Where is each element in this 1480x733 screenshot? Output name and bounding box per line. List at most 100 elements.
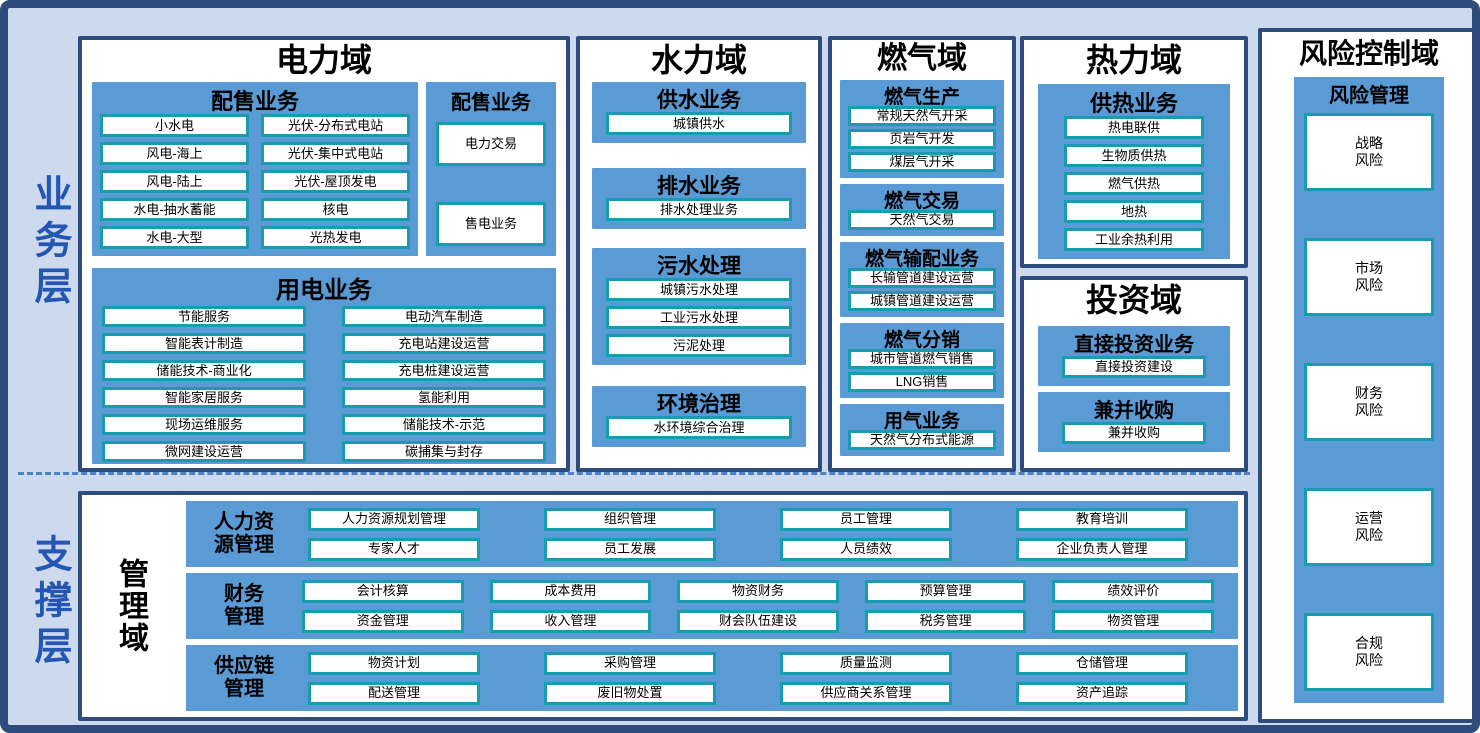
heat-supply-item: 工业余热利用 [1064,228,1204,251]
section-direct-investment: 直接投资业务 直接投资建设 [1038,326,1230,386]
power-consumption-item: 智能表计制造 [102,333,306,354]
power-consumption-item: 现场运维服务 [102,414,306,435]
section-power-consumption: 用电业务 节能服务电动汽车制造智能表计制造充电站建设运营储能技术-商业化充电桩建… [92,268,556,464]
power-trading-header: 配售业务 [451,92,531,114]
merger-acquisition-header: 兼并收购 [1094,400,1174,422]
risk-item: 财务 风险 [1304,363,1434,441]
supply-chain-item: 质量监测 [780,651,952,675]
management-rows: 人力资 源管理 人力资源规划管理专家人才组织管理员工发展员工管理人员绩效教育培训… [186,501,1238,711]
supply-chain-item: 仓储管理 [1016,651,1188,675]
gas-trading-header: 燃气交易 [883,190,960,212]
heat-supply-item: 热电联供 [1064,116,1204,139]
power-distribution-item: 风电-陆上 [100,170,249,193]
section-water-drainage: 排水业务 排水处理业务 [592,168,806,229]
domain-water-title: 水力域 [650,42,747,78]
supply-chain-item: 资产追踪 [1016,681,1188,705]
domain-gas-title: 燃气域 [877,42,967,75]
power-consumption-item: 电动汽车制造 [342,306,546,327]
water-sewage-item: 污泥处理 [606,334,792,357]
layer-divider-dashed-line [18,472,1250,475]
risk-item: 市场 风险 [1304,238,1434,316]
section-heat-supply: 供热业务 热电联供生物质供热燃气供热地热工业余热利用 [1038,84,1230,259]
section-gas-production: 燃气生产 常规天然气开采页岩气开发煤层气开采 [840,79,1004,178]
power-consumption-item: 充电站建设运营 [342,333,546,354]
power-distribution-item: 光伏-屋顶发电 [261,170,410,193]
finance-item: 收入管理 [489,609,652,633]
supply-chain-item: 物资计划 [308,651,480,675]
finance-item: 绩效评价 [1052,579,1214,603]
hr-item: 人力资源规划管理 [308,507,480,531]
finance-item: 物资财务 [677,579,839,603]
finance-item: 税务管理 [864,609,1027,633]
water-sewage-header: 污水处理 [657,255,741,278]
finance-item: 财会队伍建设 [677,609,839,633]
domain-heat: 热力域 供热业务 热电联供生物质供热燃气供热地热工业余热利用 [1020,36,1248,268]
heat-supply-item: 地热 [1064,200,1204,223]
power-distribution-item: 光热发电 [261,226,410,249]
gas-transmission-item: 城镇管道建设运营 [848,290,996,311]
power-consumption-item: 充电桩建设运营 [342,360,546,381]
water-supply-item: 城镇供水 [606,112,792,135]
domain-management: 管理域 人力资 源管理 人力资源规划管理专家人才组织管理员工发展员工管理人员绩效… [78,491,1248,721]
layer-label-support: 支撑层 [28,534,70,672]
section-merger-acquisition: 兼并收购 兼并收购 [1038,392,1230,452]
water-drainage-item: 排水处理业务 [606,198,792,221]
supply-chain-item: 供应商关系管理 [780,681,952,705]
power-distribution-header: 配售业务 [210,89,299,114]
gas-transmission-header: 燃气输配业务 [864,248,979,270]
power-consumption-item: 碳捕集与封存 [342,441,546,462]
supply-chain-row-items: 物资计划配送管理采购管理废旧物处置质量监测供应商关系管理仓储管理资产追踪 [292,651,1228,705]
power-consumption-item: 微网建设运营 [102,441,306,462]
power-distribution-item: 光伏-分布式电站 [261,114,410,137]
gas-usage-header: 用气业务 [883,410,960,432]
domain-investment: 投资域 直接投资业务 直接投资建设 兼并收购 兼并收购 [1020,276,1248,472]
water-environment-header: 环境治理 [657,393,741,416]
layer-label-business: 业务层 [28,174,70,312]
gas-production-item: 常规天然气开采 [848,105,996,126]
heat-supply-item: 生物质供热 [1064,144,1204,167]
hr-item: 人员绩效 [780,537,952,561]
risk-item: 战略 风险 [1304,113,1434,191]
direct-investment-item: 直接投资建设 [1062,356,1206,378]
gas-usage-items: 天然气分布式能源 [848,429,996,450]
finance-item: 资金管理 [302,609,464,633]
domain-risk-control: 风险控制域 风险管理 战略 风险市场 风险财务 风险运营 风险合规 风险 [1258,28,1472,723]
section-water-sewage: 污水处理 城镇污水处理工业污水处理污泥处理 [592,248,806,365]
power-distribution-item: 水电-大型 [100,226,249,249]
power-distribution-items: 小水电光伏-分布式电站风电-海上光伏-集中式电站风电-陆上光伏-屋顶发电水电-抽… [100,114,410,249]
management-row-supply-chain: 供应链 管理 物资计划配送管理采购管理废旧物处置质量监测供应商关系管理仓储管理资… [186,645,1238,711]
water-supply-items: 城镇供水 [606,112,792,135]
power-distribution-item: 水电-抽水蓄能 [100,198,249,221]
water-environment-items: 水环境综合治理 [606,416,792,439]
hr-item: 教育培训 [1016,507,1188,531]
hr-item: 员工管理 [780,507,952,531]
gas-production-items: 常规天然气开采页岩气开发煤层气开采 [848,105,996,172]
power-top-sections: 配售业务 小水电光伏-分布式电站风电-海上光伏-集中式电站风电-陆上光伏-屋顶发… [92,82,556,256]
power-distribution-item: 小水电 [100,114,249,137]
domain-heat-title: 热力域 [1085,42,1182,78]
gas-distribution-header: 燃气分销 [883,329,960,351]
power-distribution-item: 核电 [261,198,410,221]
power-consumption-item: 智能家居服务 [102,387,306,408]
section-gas-trading: 燃气交易 天然气交易 [840,183,1004,236]
risk-item: 运营 风险 [1304,488,1434,566]
power-trading-item: 售电业务 [436,202,546,246]
risk-item: 合规 风险 [1304,613,1434,691]
power-consumption-items: 节能服务电动汽车制造智能表计制造充电站建设运营储能技术-商业化充电桩建设运营智能… [102,306,546,462]
hr-item: 专家人才 [308,537,480,561]
gas-production-item: 煤层气开采 [848,151,996,172]
section-gas-usage: 用气业务 天然气分布式能源 [840,403,1004,456]
merger-acquisition-items: 兼并收购 [1062,422,1206,444]
power-consumption-item: 储能技术-示范 [342,414,546,435]
supply-chain-row-label: 供应链 管理 [214,655,274,700]
domain-power: 电力域 配售业务 小水电光伏-分布式电站风电-海上光伏-集中式电站风电-陆上光伏… [78,36,570,472]
section-gas-transmission: 燃气输配业务 长输管道建设运营城镇管道建设运营 [840,241,1004,317]
hr-item: 企业负责人管理 [1016,537,1188,561]
heat-supply-item: 燃气供热 [1064,172,1204,195]
heat-supply-header: 供热业务 [1089,91,1178,116]
finance-item: 成本费用 [489,579,652,603]
water-sewage-item: 工业污水处理 [606,306,792,329]
domain-management-title: 管理域 [114,558,147,654]
